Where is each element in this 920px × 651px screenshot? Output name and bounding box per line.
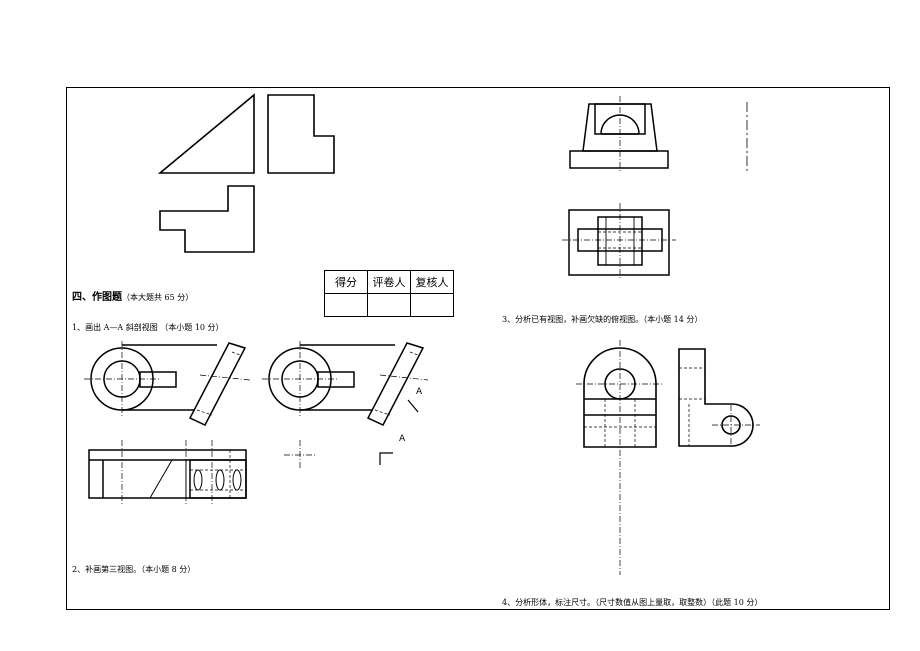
score-table-value-row [324,293,454,317]
question-2-text: 2、补画第三视图。（本小题 8 分） [72,565,196,574]
q2-l-shape-view [267,94,335,174]
exam-sheet-frame [66,87,890,610]
q3-top-view [562,203,676,280]
q3-front-view [569,96,669,172]
q1-answer-view [262,341,429,470]
section-title: 四、作图题 [72,292,122,303]
score-value-grader[interactable] [367,293,411,317]
q4-side-view [678,348,760,448]
score-value-reviewer[interactable] [410,293,454,317]
score-value-score[interactable] [324,293,368,317]
q2-step-view [159,185,255,253]
section-subtitle: （本大题共 65 分） [122,293,194,302]
section-heading: 四、作图题（本大题共 65 分） [72,292,193,303]
question-3-text: 3、分析已有视图，补画欠缺的俯视图。（本小题 14 分） [502,315,703,324]
score-table-header-row: 得分 评卷人 复核人 [324,270,454,294]
section-mark-label: A [416,387,423,397]
question-4-text: 4、分析形体，标注尺寸。（尺寸数值从图上量取，取整数）（此题 10 分） [502,598,763,607]
q1-front-view [88,440,247,505]
score-header-reviewer: 复核人 [410,270,454,294]
q2-triangle-view [157,93,255,174]
q1-original-view [84,341,251,426]
score-header-score: 得分 [324,270,368,294]
score-header-grader: 评卷人 [367,270,411,294]
question-1-text: 1、画出 A—A 斜剖视图 （本小题 10 分） [72,323,224,332]
section-view-label: A [399,434,406,444]
score-table: 得分 评卷人 复核人 [324,270,454,317]
q4-front-view [576,340,664,575]
